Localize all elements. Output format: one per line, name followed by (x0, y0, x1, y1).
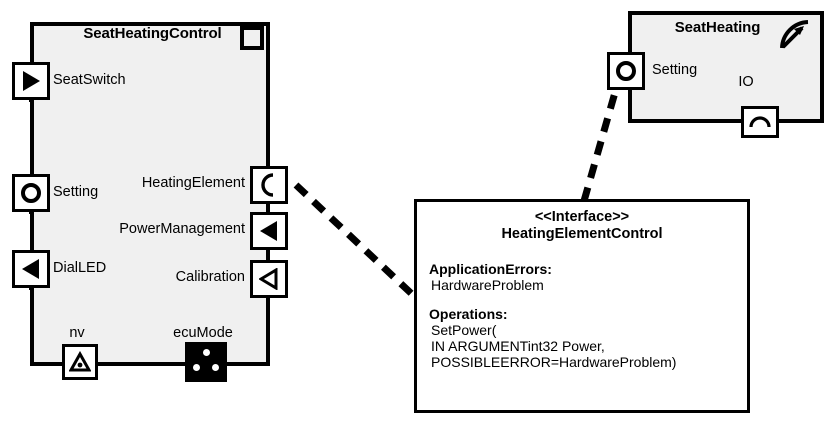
interface-stereotype: <<Interface>> (534, 209, 630, 225)
connector-interface-to-setting[interactable] (580, 81, 622, 202)
port-sh-io[interactable] (741, 106, 779, 138)
port-label-powermanagement: PowerManagement (119, 221, 245, 237)
interface-section-heading-operations: Operations: (429, 306, 508, 322)
filled-left-triangle-icon (22, 259, 39, 279)
circle-icon (21, 183, 41, 203)
port-stub-calibration-lower (266, 296, 270, 314)
interface-line-in-argument: IN ARGUMENTint32 Power, (431, 338, 605, 354)
triangle-dot-icon (69, 351, 91, 372)
ecumode-dot-left (193, 364, 200, 371)
port-label-sh-io: IO (738, 74, 754, 90)
port-label-heatingelement: HeatingElement (141, 175, 245, 191)
gauge-icon (775, 14, 813, 52)
arc-dome-icon (749, 116, 771, 128)
port-heatingelement[interactable] (250, 166, 288, 204)
port-dialled[interactable] (12, 250, 50, 288)
interface-spacer-1 (417, 243, 747, 261)
interface-name: HeatingElementControl (501, 226, 663, 242)
port-seatswitch[interactable] (12, 62, 50, 100)
interface-line-hardwareproblem: HardwareProblem (431, 277, 544, 293)
port-label-dialled: DialLED (53, 260, 107, 276)
circle-icon (616, 61, 636, 81)
ecumode-dot-right (212, 364, 219, 371)
port-calibration[interactable] (250, 260, 288, 298)
port-label-nv: nv (69, 325, 85, 341)
port-label-sh-setting: Setting (652, 62, 698, 78)
interface-section-heading-application-errors: ApplicationErrors: (429, 261, 552, 277)
connector-heatingelement-to-interface[interactable] (293, 182, 417, 299)
filled-right-triangle-icon (23, 71, 40, 91)
port-label-calibration: Calibration (175, 269, 245, 285)
port-stub-heatingelement (266, 148, 270, 170)
ecumode-dot-top (203, 349, 210, 356)
port-nv[interactable] (62, 344, 98, 380)
port-setting[interactable] (12, 174, 50, 212)
component-title-seat-heating-control: SeatHeatingControl (83, 25, 222, 42)
socket-arc-icon (261, 173, 274, 197)
port-stub-heatingelement-lower (266, 202, 270, 214)
port-ecumode[interactable] (185, 342, 227, 382)
port-label-setting: Setting (53, 184, 99, 200)
interface-line-setpower: SetPower( (431, 322, 497, 338)
component-title-seat-heating: SeatHeating (674, 19, 761, 36)
filled-left-triangle-icon (260, 221, 277, 241)
port-stub-powermanagement-lower (266, 248, 270, 262)
port-sh-setting[interactable] (607, 52, 645, 90)
outline-left-triangle-icon (259, 268, 278, 290)
interface-box-heating-element-control[interactable]: <<Interface>> HeatingElementControl Appl… (414, 199, 750, 413)
port-label-ecumode: ecuMode (173, 325, 233, 341)
interface-line-possible-error: POSSIBLEERROR=HardwareProblem) (431, 354, 677, 370)
port-label-seatswitch: SeatSwitch (53, 72, 126, 88)
interface-spacer-2 (417, 293, 747, 306)
port-powermanagement[interactable] (250, 212, 288, 250)
component-square-icon (240, 26, 264, 50)
